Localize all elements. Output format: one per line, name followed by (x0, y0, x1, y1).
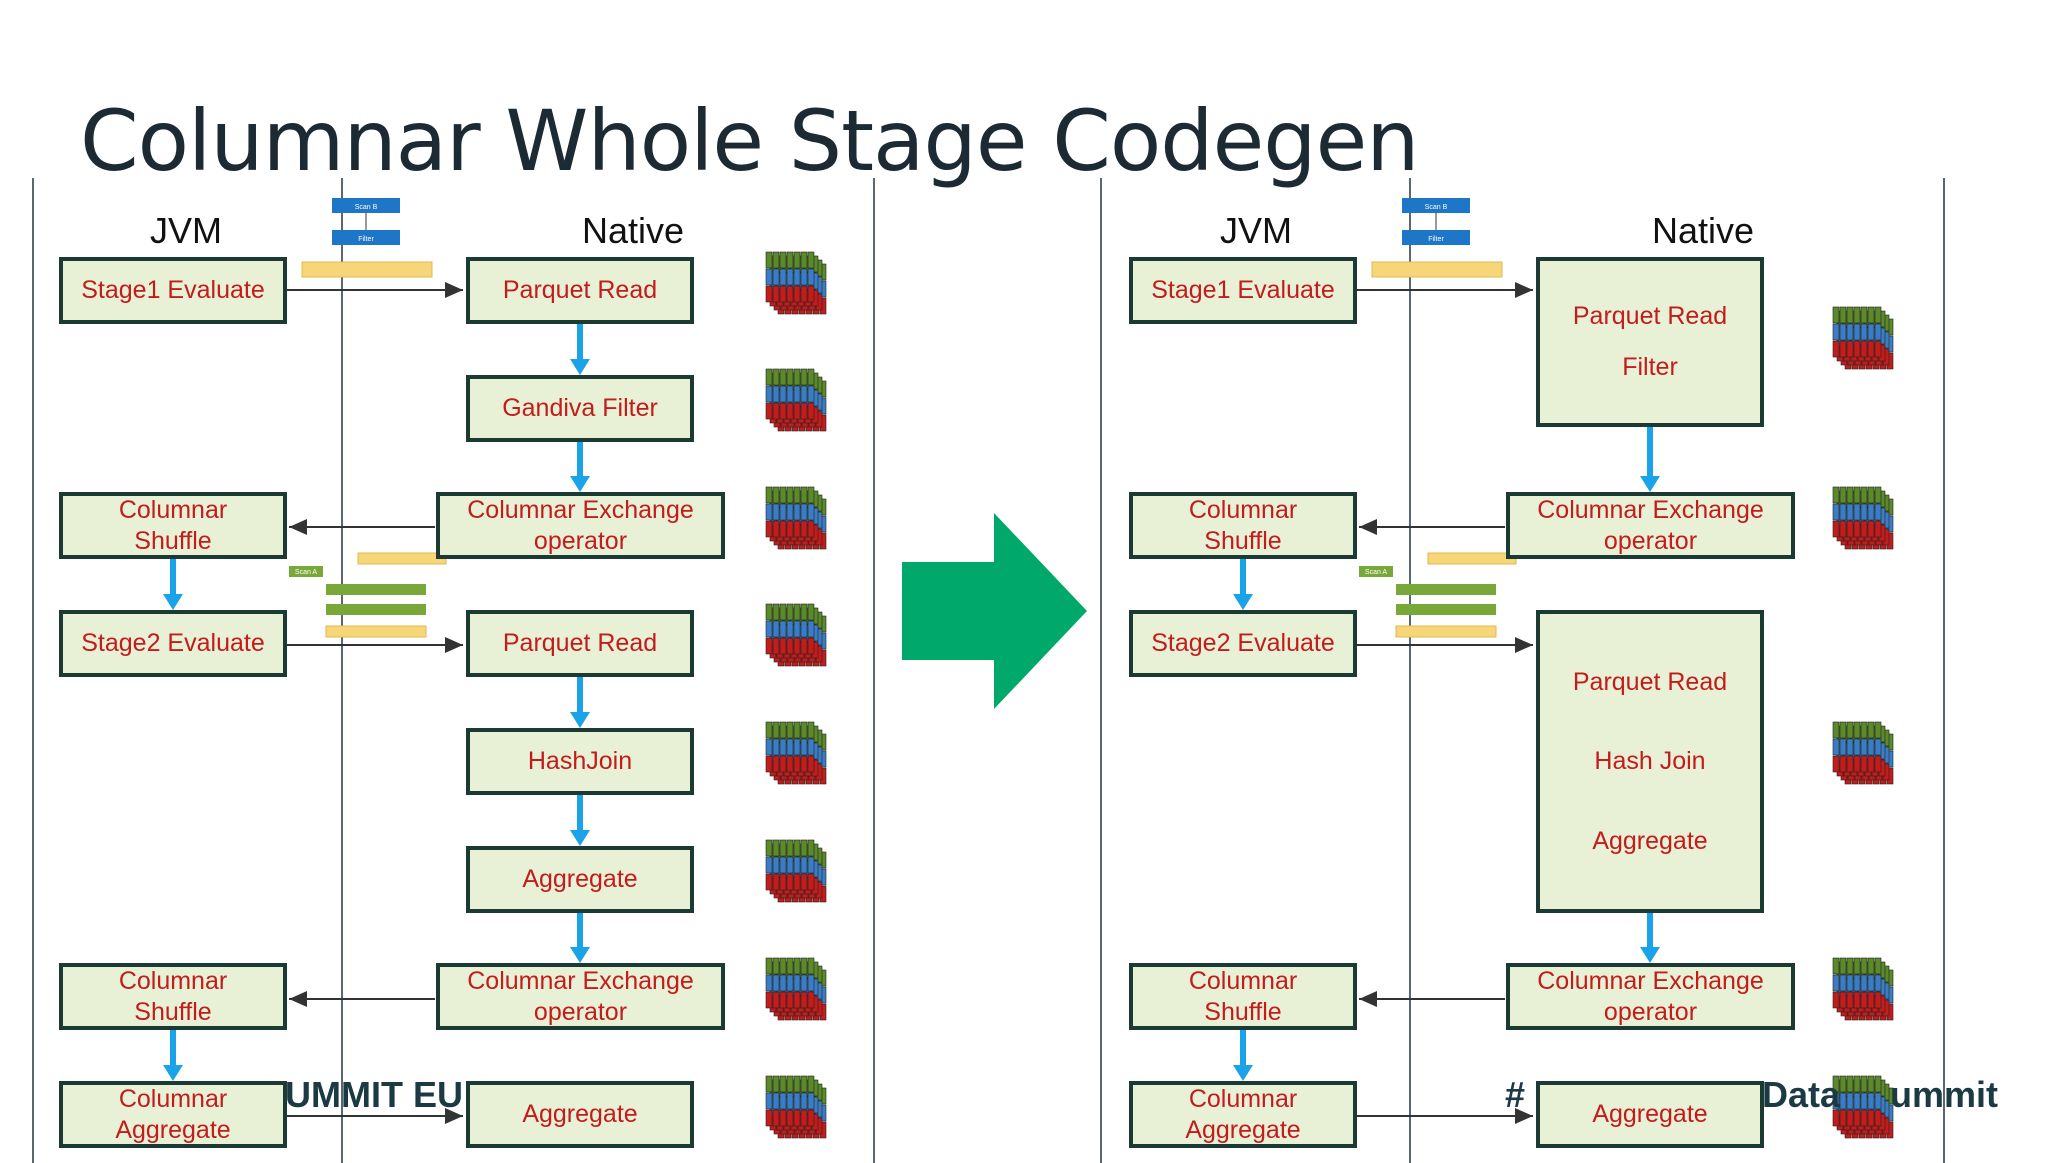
column-batch-icon (765, 1075, 827, 1139)
column-batch-icon (765, 251, 827, 315)
mini-plan-scan-b: Scan B (1425, 204, 1448, 211)
divider-right-jvm-native (1409, 178, 1411, 1163)
mini-plan-scan-a: Scan A (295, 569, 318, 576)
blue-down-arrow (1640, 913, 1660, 963)
fused-item-aggregate: Aggregate (1592, 826, 1708, 855)
footer-hash: # (1505, 1074, 1526, 1115)
columnar-shuffle-box: Columnar Shuffle (59, 492, 287, 559)
fused-item-parquet-read: Parquet Read (1572, 302, 1728, 331)
fused-read-join-aggregate-box: Parquet Read Hash Join Aggregate (1536, 610, 1764, 913)
divider-left-jvm-native (341, 178, 343, 1163)
mini-plan-right: Scan B Filter Scan A (1359, 198, 1517, 638)
columnar-aggregate-box: Columnar Aggregate (59, 1081, 287, 1148)
footer-summit-right: ummit (1890, 1074, 1998, 1115)
column-batch-icon (1832, 306, 1894, 370)
mini-plan-filter: Filter (1428, 236, 1444, 243)
right-arrow-icon (902, 513, 1087, 709)
blue-down-arrow (163, 559, 183, 610)
column-batch-icon (765, 957, 827, 1021)
blue-down-arrow (1233, 1030, 1253, 1081)
divider-right-end (1943, 178, 1945, 1163)
mini-plan-filter: Filter (358, 236, 374, 243)
page-title: Columnar Whole Stage Codegen (80, 92, 1420, 190)
columnar-shuffle-box: Columnar Shuffle (1129, 492, 1357, 559)
fused-item-hash-join: Hash Join (1594, 747, 1706, 776)
blue-down-arrow (570, 677, 590, 728)
column-batch-icon (1832, 486, 1894, 550)
fused-read-filter-box: Parquet Read Filter (1536, 257, 1764, 427)
footer-summit-left: UMMIT EU (285, 1074, 463, 1115)
stage1-evaluate-box: Stage1 Evaluate (59, 257, 287, 324)
columnar-aggregate-box: Columnar Aggregate (1129, 1081, 1357, 1148)
native-header-right: Native (1652, 210, 1755, 251)
column-batch-icon (1832, 1075, 1894, 1139)
columnar-exchange-box: Columnar Exchange operator (436, 492, 725, 559)
divider-left-end (873, 178, 875, 1163)
blue-down-arrow (570, 795, 590, 846)
mini-plan-scan-a: Scan A (1365, 569, 1388, 576)
column-batch-icon (765, 603, 827, 667)
fused-item-parquet-read: Parquet Read (1572, 667, 1728, 696)
column-batch-icon (765, 486, 827, 550)
column-batch-icon (765, 368, 827, 432)
column-batch-icon (1832, 721, 1894, 785)
footer-data: Data (1762, 1074, 1841, 1115)
mini-plan-scan-b: Scan B (355, 204, 378, 211)
parquet-read-box: Parquet Read (466, 610, 694, 677)
native-header-left: Native (582, 210, 685, 251)
column-batch-icon (765, 839, 827, 903)
blue-down-arrow (1233, 559, 1253, 610)
blue-down-arrow (163, 1030, 183, 1081)
mini-plan-left: Scan B Filter Scan A (289, 198, 447, 638)
gandiva-filter-box: Gandiva Filter (466, 375, 694, 442)
blue-down-arrow (570, 324, 590, 375)
stage2-evaluate-box: Stage2 Evaluate (1129, 610, 1357, 677)
jvm-header-right: JVM (1220, 210, 1292, 251)
aggregate-box: Aggregate (1536, 1081, 1764, 1148)
columnar-exchange-box: Columnar Exchange operator (1506, 963, 1795, 1030)
stage1-evaluate-box: Stage1 Evaluate (1129, 257, 1357, 324)
divider-left-outer (32, 178, 34, 1163)
parquet-read-box: Parquet Read (466, 257, 694, 324)
columnar-exchange-box: Columnar Exchange operator (436, 963, 725, 1030)
divider-right-outer (1100, 178, 1102, 1163)
columnar-shuffle-box: Columnar Shuffle (1129, 963, 1357, 1030)
fused-item-filter: Filter (1622, 353, 1678, 382)
column-batch-icon (1832, 957, 1894, 1021)
columnar-shuffle-box: Columnar Shuffle (59, 963, 287, 1030)
blue-down-arrow (1640, 427, 1660, 492)
blue-down-arrow (570, 913, 590, 963)
jvm-header-left: JVM (150, 210, 222, 251)
aggregate-box: Aggregate (466, 846, 694, 913)
column-batch-icon (765, 721, 827, 785)
stage2-evaluate-box: Stage2 Evaluate (59, 610, 287, 677)
blue-down-arrow (570, 442, 590, 492)
columnar-exchange-box: Columnar Exchange operator (1506, 492, 1795, 559)
aggregate-box: Aggregate (466, 1081, 694, 1148)
hashjoin-box: HashJoin (466, 728, 694, 795)
